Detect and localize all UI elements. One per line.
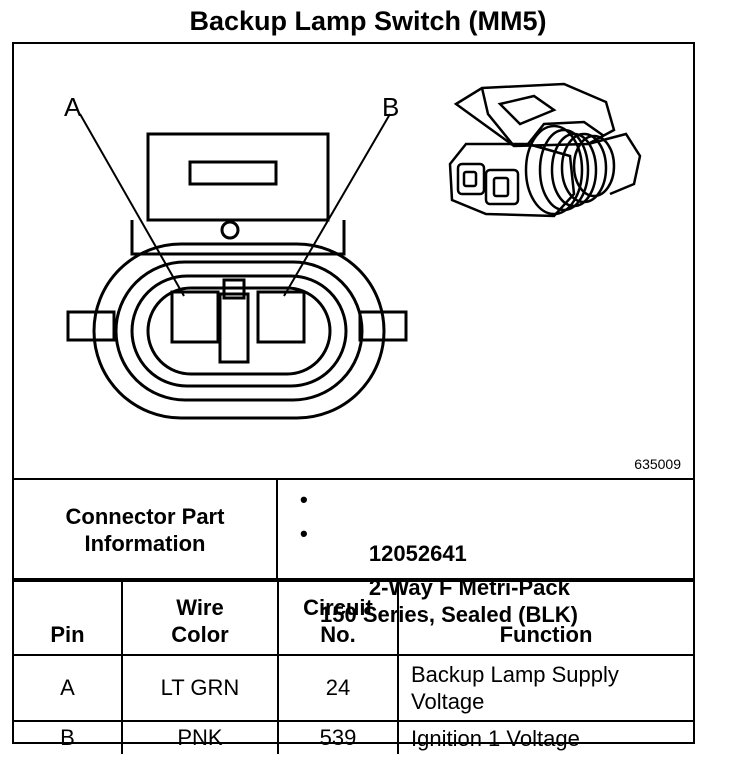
- pin-label-b: B: [382, 92, 399, 122]
- cavity-a: [170, 290, 220, 344]
- header-circuit-no: Circuit No.: [277, 580, 399, 656]
- wire-color-cell: LT GRN: [121, 654, 279, 722]
- center-rib-top: [222, 278, 246, 300]
- header-pin: Pin: [14, 580, 123, 656]
- latch-window: [188, 160, 278, 186]
- connector-face-drawing: A B: [64, 82, 642, 420]
- wire-color-cell: PNK: [121, 720, 279, 754]
- table-row: A LT GRN 24 Backup Lamp Supply Voltage: [14, 654, 693, 722]
- bullet-icon: •: [300, 487, 308, 512]
- connector-part-information: Connector Part Information • 12052641 • …: [14, 478, 693, 627]
- left-tab: [66, 310, 116, 342]
- pin-label-a: A: [64, 92, 82, 122]
- circuit-no-cell: 539: [277, 720, 399, 754]
- table-row: B PNK 539 Ignition 1 Voltage: [14, 720, 693, 754]
- function-cell: Backup Lamp Supply Voltage: [397, 654, 693, 722]
- connector-perspective-view: [448, 82, 642, 218]
- leader-line-a: [79, 113, 185, 297]
- leader-line-b: [283, 113, 391, 297]
- figure-number: 635009: [634, 456, 681, 472]
- bullet-icon: •: [300, 521, 308, 546]
- circuit-no-cell: 24: [277, 654, 399, 722]
- latch-base: [130, 220, 346, 256]
- center-rib: [218, 292, 250, 364]
- part-number-text: 12052641: [368, 541, 467, 566]
- header-wire-color: Wire Color: [121, 580, 279, 656]
- connector-diagram: A B 635009: [14, 44, 693, 478]
- connector-info-label: Connector Part Information: [14, 480, 278, 580]
- connector-seal: [130, 274, 348, 388]
- pin-table: Pin Wire Color Circuit No. Function A LT…: [14, 578, 693, 754]
- function-cell: Ignition 1 Voltage: [397, 720, 693, 754]
- pin-cell: B: [14, 720, 123, 754]
- connector-info-values: • 12052641 • 2-Way F Metri-Pack 150 Seri…: [278, 480, 693, 627]
- connector-sheet: A B 635009: [12, 42, 695, 754]
- connector-outer-shell: [92, 242, 386, 420]
- page-title: Backup Lamp Switch (MM5): [189, 6, 547, 36]
- connector-inner-shell: [146, 286, 332, 376]
- pin-cell: A: [14, 654, 123, 722]
- connector-info-label-text: Connector Part Information: [65, 504, 225, 556]
- latch-hole: [220, 220, 240, 240]
- header-function: Function: [397, 580, 693, 656]
- connector-mid-shell: [114, 260, 364, 402]
- part-number-item: • 12052641: [300, 486, 467, 594]
- latch-housing: [146, 132, 330, 222]
- cavity-b: [256, 290, 306, 344]
- table-header-row: Pin Wire Color Circuit No. Function: [14, 580, 693, 656]
